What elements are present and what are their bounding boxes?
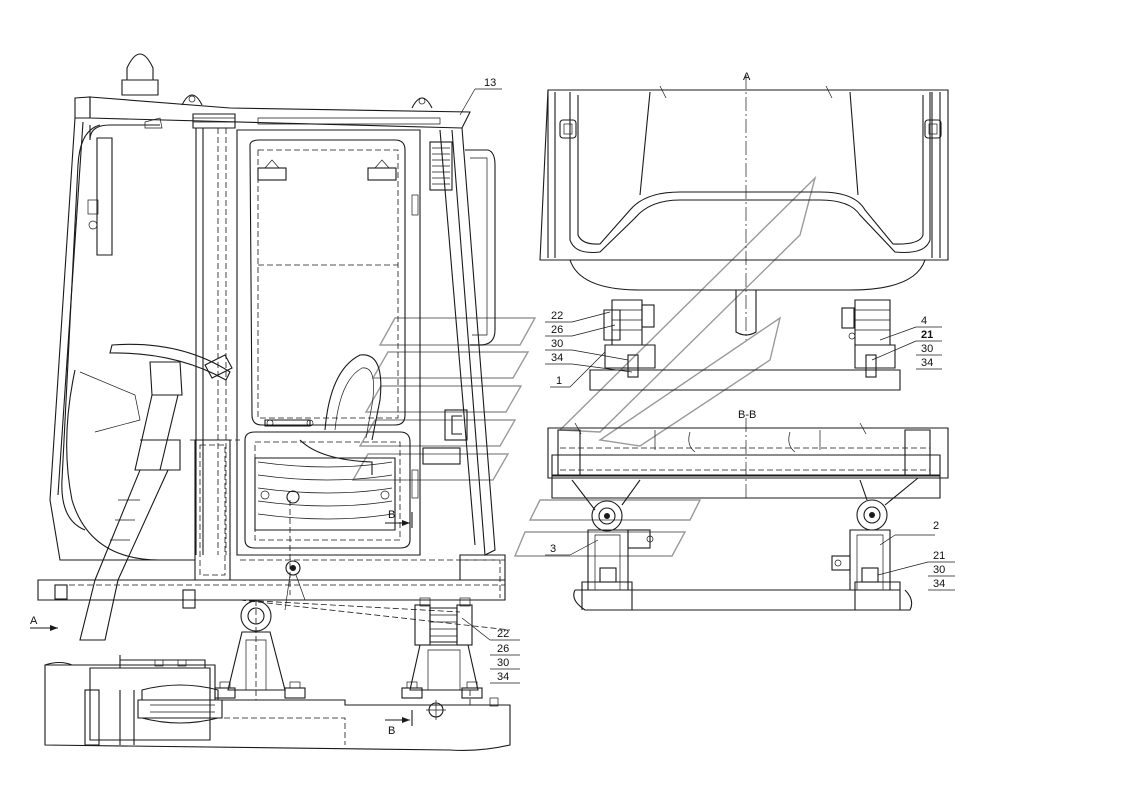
operator-seat bbox=[324, 354, 382, 441]
callout-26-main: 26 bbox=[497, 643, 509, 655]
callout-34-view-a: 34 bbox=[551, 352, 563, 364]
left-rubber-mount bbox=[214, 600, 306, 700]
leader-lines bbox=[459, 88, 955, 684]
callout-1: 1 bbox=[556, 375, 562, 387]
labels: A B-B A B B 13 22 26 30 34 22 26 30 34 1… bbox=[30, 71, 945, 737]
view-a-drawing bbox=[539, 75, 949, 391]
callout-34-view-a-right: 34 bbox=[921, 357, 933, 369]
nameplate bbox=[422, 447, 461, 465]
callout-21-view-a: 21 bbox=[921, 329, 933, 341]
callout-26-view-a: 26 bbox=[551, 324, 563, 336]
callout-34-main: 34 bbox=[497, 671, 509, 683]
section-arrows bbox=[30, 512, 413, 726]
callout-30-view-a: 30 bbox=[551, 338, 563, 350]
callout-30-view-a-right: 30 bbox=[921, 343, 933, 355]
rear-louver-panel bbox=[254, 457, 396, 531]
callout-13: 13 bbox=[484, 77, 496, 89]
cab-mounts-side bbox=[44, 597, 511, 751]
door-hinge-top bbox=[257, 167, 287, 181]
right-rubber-mount bbox=[401, 597, 483, 699]
view-a-title: A bbox=[743, 71, 751, 83]
beacon-lamp bbox=[126, 53, 154, 81]
callout-30-main: 30 bbox=[497, 657, 509, 669]
callout-21-bb: 21 bbox=[933, 550, 945, 562]
steering-column bbox=[66, 343, 233, 641]
section-bb-title: B-B bbox=[738, 409, 756, 421]
chassis-frame bbox=[44, 664, 511, 751]
cab-door bbox=[236, 129, 421, 556]
arrow-a-label: A bbox=[30, 615, 38, 627]
callout-2: 2 bbox=[933, 520, 939, 532]
callout-22-view-a: 22 bbox=[551, 310, 563, 322]
arrow-b-top-label: B bbox=[388, 509, 395, 521]
callout-30-bb: 30 bbox=[933, 564, 945, 576]
callout-3: 3 bbox=[550, 543, 556, 555]
section-bb-drawing bbox=[547, 418, 949, 611]
callout-22-main: 22 bbox=[497, 628, 509, 640]
arrow-b-bottom-label: B bbox=[388, 725, 395, 737]
watermark-logo bbox=[351, 175, 817, 557]
steering-wheel bbox=[109, 343, 231, 381]
callout-4: 4 bbox=[921, 315, 927, 327]
cab-side-view bbox=[37, 53, 511, 641]
cab-floor-frame bbox=[37, 579, 506, 601]
callout-34-bb: 34 bbox=[933, 578, 945, 590]
cab-badge bbox=[444, 409, 468, 441]
